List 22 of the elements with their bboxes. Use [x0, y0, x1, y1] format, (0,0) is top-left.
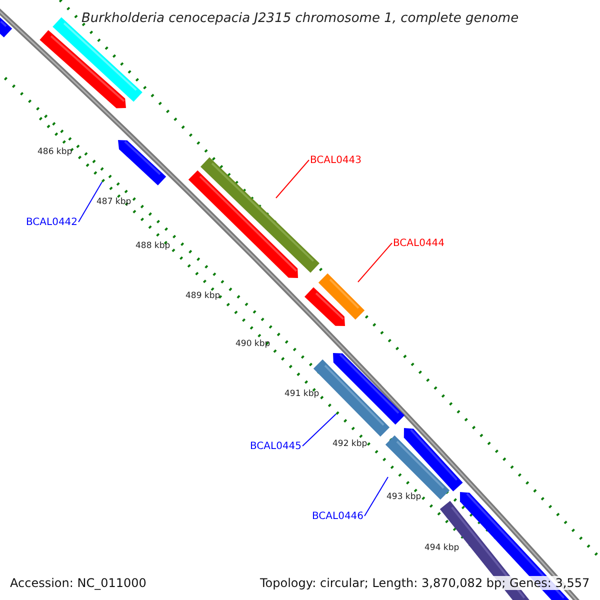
tick-label: 487 kbp: [96, 197, 132, 207]
tick-label: 494 kbp: [424, 543, 460, 553]
leader-line: [302, 414, 336, 446]
tick-label: 492 kbp: [332, 439, 368, 449]
gene-label: BCAL0444: [393, 238, 445, 248]
tick-label: 490 kbp: [236, 339, 270, 349]
gene-label: BCAL0442: [26, 216, 78, 228]
accession-text: Accession: NC_011000: [10, 576, 146, 590]
gene-label: BCAL0443: [310, 154, 362, 166]
genome-info-text: Topology: circular; Length: 3,870,082 bp; Genes: 3,557: [260, 576, 590, 590]
tick-label: 486 kbp: [38, 147, 72, 157]
leader-line: [276, 160, 310, 198]
leader-line: [358, 242, 392, 282]
tick-label: 493 kbp: [386, 492, 422, 502]
gene-label: BCAL0445: [250, 440, 302, 452]
leader-line: [364, 476, 388, 516]
tick-label: 491 kbp: [284, 389, 320, 399]
tick-label: 489 kbp: [186, 291, 220, 301]
gene-label: BCAL0446: [312, 510, 364, 522]
leader-line: [78, 182, 102, 222]
map-title: Burkholderia cenocepacia J2315 chromosome 1, complete genome: [82, 10, 519, 26]
tick-label: 488 kbp: [136, 241, 170, 251]
